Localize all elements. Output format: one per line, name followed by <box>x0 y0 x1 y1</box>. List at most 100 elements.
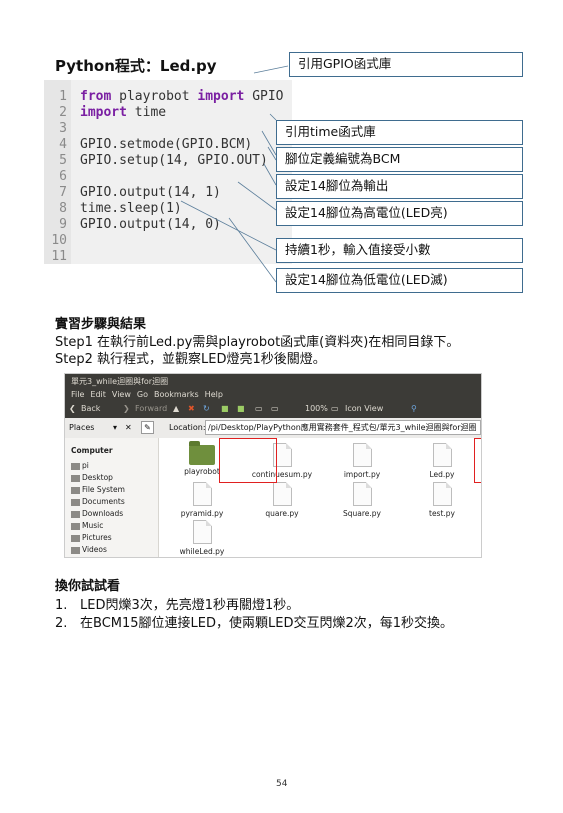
file-item-quare[interactable]: quare.py <box>247 482 317 518</box>
code-block: 1 from playrobot import GPIO 2 import time 3… <box>44 80 292 264</box>
edit-location-icon[interactable]: ✎ <box>141 421 154 434</box>
file-item-continuesum[interactable]: continuesum.py <box>247 443 317 479</box>
sidebar-item-pi[interactable]: pi <box>71 461 89 470</box>
file-item-whileled[interactable]: whileLed.py <box>167 520 237 556</box>
zoom-in-icon[interactable]: ▭ <box>271 404 279 413</box>
home-icon[interactable]: ■ <box>221 404 229 413</box>
chevron-down-icon[interactable]: ▾ <box>113 423 118 432</box>
code-text: time.sleep(1) <box>80 201 182 216</box>
menu-bar: File Edit View Go Bookmarks Help <box>65 388 481 401</box>
computer-icon[interactable]: ■ <box>237 404 245 413</box>
file-item-pyramid[interactable]: pyramid.py <box>167 482 237 518</box>
line-number: 6 <box>59 169 67 184</box>
line-number: 5 <box>59 153 67 168</box>
line-number: 7 <box>59 185 67 200</box>
leader-line-2 <box>269 113 277 121</box>
file-pane: playrobot continuesum.py import.py Led.p… <box>159 438 481 557</box>
try-item-1-text: LED閃爍3次，先亮燈1秒再關燈1秒。 <box>80 598 300 613</box>
try-item-2-text: 在BCM15腳位連接LED，使兩顆LED交互閃爍2次，每1秒交換。 <box>80 616 454 631</box>
menu-bookmarks[interactable]: Bookmarks <box>153 390 199 399</box>
sidebar-item-pictures[interactable]: Pictures <box>71 533 112 542</box>
menu-edit[interactable]: Edit <box>90 390 106 399</box>
menu-view[interactable]: View <box>111 390 131 399</box>
file-icon <box>432 482 452 506</box>
downloads-icon <box>71 510 80 518</box>
leader-line-7 <box>180 200 277 251</box>
note-sleep: 持續1秒，輸入值接受小數 <box>276 238 523 263</box>
file-icon <box>272 443 292 467</box>
file-item-square[interactable]: Square.py <box>327 482 397 518</box>
back-arrow-icon[interactable]: ❮ <box>69 404 76 413</box>
window-title: 單元3_while迴圈與for迴圈 <box>71 377 169 386</box>
code-text: time <box>126 105 167 120</box>
reload-icon[interactable]: ↻ <box>203 404 210 413</box>
view-mode[interactable]: Icon View <box>345 404 384 413</box>
note-output-low: 設定14腳位為低電位(LED滅) <box>276 268 523 293</box>
sidebar-item-videos[interactable]: Videos <box>71 545 107 554</box>
forward-arrow-icon[interactable]: ❯ <box>123 404 130 413</box>
line-number: 3 <box>59 121 67 136</box>
menu-file[interactable]: File <box>71 390 85 399</box>
line-number: 2 <box>59 105 67 120</box>
location-bar: Places ▾ ✕ ✎ Location: /pi/Desktop/PlayP… <box>65 418 481 439</box>
stop-icon[interactable]: ✖ <box>188 404 195 413</box>
videos-icon <box>71 546 80 554</box>
code-line: time.sleep(1) <box>80 201 182 217</box>
line-number: 1 <box>59 89 67 104</box>
file-icon <box>192 482 212 506</box>
file-icon <box>352 482 372 506</box>
zoom-level: 100% <box>305 404 328 413</box>
location-input[interactable]: /pi/Desktop/PlayPython應用實務套件_程式包/單元3_whi… <box>205 420 481 435</box>
file-icon <box>192 520 212 544</box>
leader-line-8 <box>228 217 277 283</box>
sidebar-item-desktop[interactable]: Desktop <box>71 473 113 482</box>
menu-go[interactable]: Go <box>136 390 148 399</box>
page-number: 54 <box>276 779 288 789</box>
file-item-import[interactable]: import.py <box>327 443 397 479</box>
menu-help[interactable]: Help <box>204 390 223 399</box>
sidebar-heading: Computer <box>71 446 113 455</box>
code-line: from playrobot import GPIO <box>80 89 284 105</box>
line-number: 10 <box>51 233 67 248</box>
code-keyword: from <box>80 89 112 104</box>
up-arrow-icon[interactable]: ▲ <box>173 404 180 413</box>
toolbar: ❮ Back ❯ Forward ▲ ✖ ↻ ■ ■ ▭ ▭ 100% ▭ Ic… <box>65 401 481 418</box>
sidebar-item-downloads[interactable]: Downloads <box>71 509 123 518</box>
leader-line-1 <box>253 65 289 74</box>
page-title: Python程式：Led.py <box>55 57 217 75</box>
try-heading: 換你試試看 <box>55 579 121 594</box>
documents-icon <box>71 498 80 506</box>
note-import-gpio: 引用GPIO函式庫 <box>289 52 523 77</box>
code-text: GPIO <box>244 89 284 104</box>
try-item-2-num: 2. <box>55 616 68 631</box>
desktop-icon <box>71 474 80 482</box>
sidebar-item-music[interactable]: Music <box>71 521 103 530</box>
back-button[interactable]: Back <box>81 404 101 413</box>
note-import-time: 引用time函式庫 <box>276 120 523 145</box>
zoom-reset-icon[interactable]: ▭ <box>331 404 339 413</box>
steps-heading: 實習步驟與結果 <box>55 317 147 332</box>
file-item-playrobot[interactable]: playrobot <box>167 441 237 476</box>
code-line: import time <box>80 105 166 121</box>
file-item-led[interactable]: Led.py <box>407 443 477 479</box>
highlight-box-led <box>474 438 481 483</box>
line-number: 4 <box>59 137 67 152</box>
forward-button[interactable]: Forward <box>135 404 168 413</box>
line-number: 11 <box>51 249 67 264</box>
search-icon[interactable]: ⚲ <box>411 404 417 413</box>
file-icon <box>352 443 372 467</box>
highlight-box-playrobot <box>219 438 277 483</box>
location-label: Location: <box>169 423 206 432</box>
zoom-out-icon[interactable]: ▭ <box>255 404 263 413</box>
close-pane-icon[interactable]: ✕ <box>125 423 132 432</box>
sidebar-item-documents[interactable]: Documents <box>71 497 125 506</box>
file-manager-window: 單元3_while迴圈與for迴圈 File Edit View Go Bookmark… <box>64 373 482 558</box>
places-dropdown[interactable]: Places <box>69 423 95 432</box>
sidebar-item-filesystem[interactable]: File System <box>71 485 125 494</box>
file-item-test[interactable]: test.py <box>407 482 477 518</box>
code-keyword: import <box>197 89 245 104</box>
line-gutter <box>44 80 71 264</box>
leader-line-6 <box>237 181 277 211</box>
line-number: 9 <box>59 217 67 232</box>
code-keyword: import <box>80 105 127 120</box>
